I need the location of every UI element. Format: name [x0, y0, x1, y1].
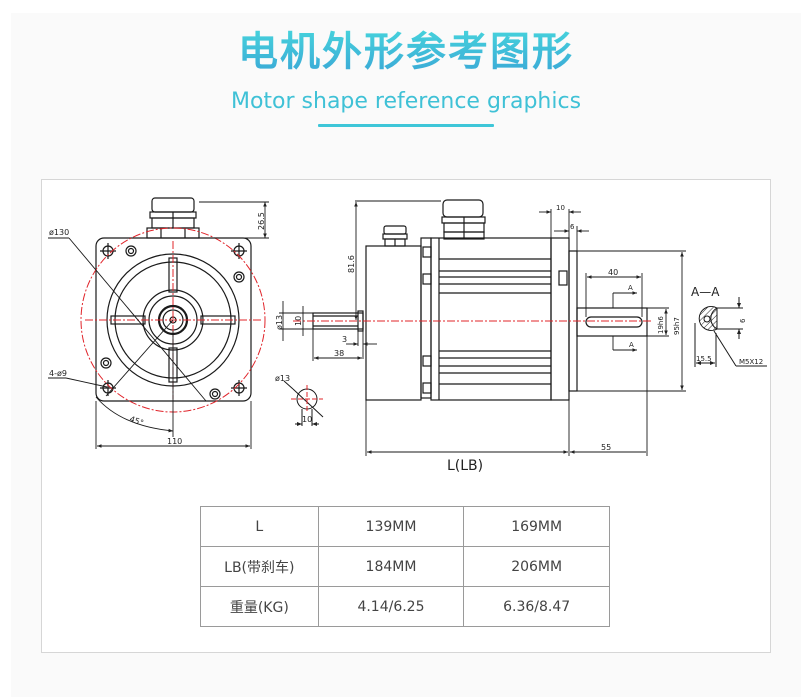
table-row: LB(带刹车) 184MM 206MM	[200, 546, 610, 587]
spec-table: L 139MM 169MM LB(带刹车) 184MM 206MM 重量(KG)…	[200, 506, 610, 627]
dim-length-label: 38	[334, 349, 344, 358]
dim-pcd-label: ø130	[49, 228, 69, 237]
main-connector-icon	[441, 199, 486, 240]
section-mark-bottom: A	[629, 341, 634, 349]
dim-key-length-label: 40	[608, 268, 618, 277]
cell-value: 6.36/8.47	[463, 586, 610, 627]
section-thread-label: M5X12	[739, 358, 763, 366]
section-aa	[694, 297, 767, 367]
row-label: L	[200, 506, 319, 547]
side-view	[312, 199, 648, 401]
front-dimensions	[48, 201, 269, 449]
row-label: LB(带刹车)	[200, 546, 319, 587]
motor-technical-drawing: ø130 26.5 4-ø9 45° 110 ø13 10	[48, 197, 767, 474]
cell-value: 4.14/6.25	[317, 586, 465, 627]
table-row: L 139MM 169MM	[200, 506, 610, 547]
side-dimensions	[279, 200, 686, 456]
dim-flat-label: 10	[294, 316, 303, 326]
output-shaft	[576, 307, 648, 337]
page-subtitle: Motor shape reference graphics	[230, 89, 582, 114]
dim-connector-height-label: 26.5	[257, 212, 266, 230]
section-key-label: 6	[739, 318, 747, 323]
table-row: 重量(KG) 4.14/6.25 6.36/8.47	[200, 586, 610, 627]
dim-flange-label: 10	[556, 204, 565, 212]
motor-body	[430, 237, 552, 401]
section-aa-title: A—A	[691, 285, 720, 299]
dim-shaft-fit-label: 19h6	[657, 316, 665, 334]
dim-shaft-length-label: 55	[601, 443, 611, 452]
connector-icon	[146, 197, 200, 239]
dim-spigot-label: 6	[570, 223, 575, 231]
page-title: 电机外形参考图形	[0, 28, 812, 76]
cell-value: 184MM	[317, 546, 465, 587]
row-label: 重量(KG)	[200, 586, 319, 627]
cell-value: 139MM	[317, 506, 465, 547]
drawing-card: ø130 26.5 4-ø9 45° 110 ø13 10	[41, 179, 771, 653]
dim-step-label: 3	[342, 335, 347, 344]
boss-icon	[100, 245, 245, 400]
dim-spigot-fit-label: 95h7	[673, 317, 681, 335]
section-dia-label: ø13	[275, 374, 290, 383]
cell-value: 169MM	[463, 506, 610, 547]
dim-total-height-label: 81.6	[347, 255, 356, 273]
section-flat-label: 10	[302, 415, 312, 424]
dim-angle-label: 45°	[128, 414, 144, 427]
cell-value: 206MM	[463, 546, 610, 587]
dim-shaft-dia-label: ø13	[275, 315, 284, 330]
dim-width-label: 110	[167, 437, 182, 446]
dim-holes-label: 4-ø9	[49, 369, 67, 378]
dim-body-length-label: L(LB)	[447, 458, 483, 474]
section-depth-label: 15.5	[696, 355, 712, 363]
section-mark-top: A	[628, 284, 633, 292]
title-underline	[318, 124, 494, 127]
